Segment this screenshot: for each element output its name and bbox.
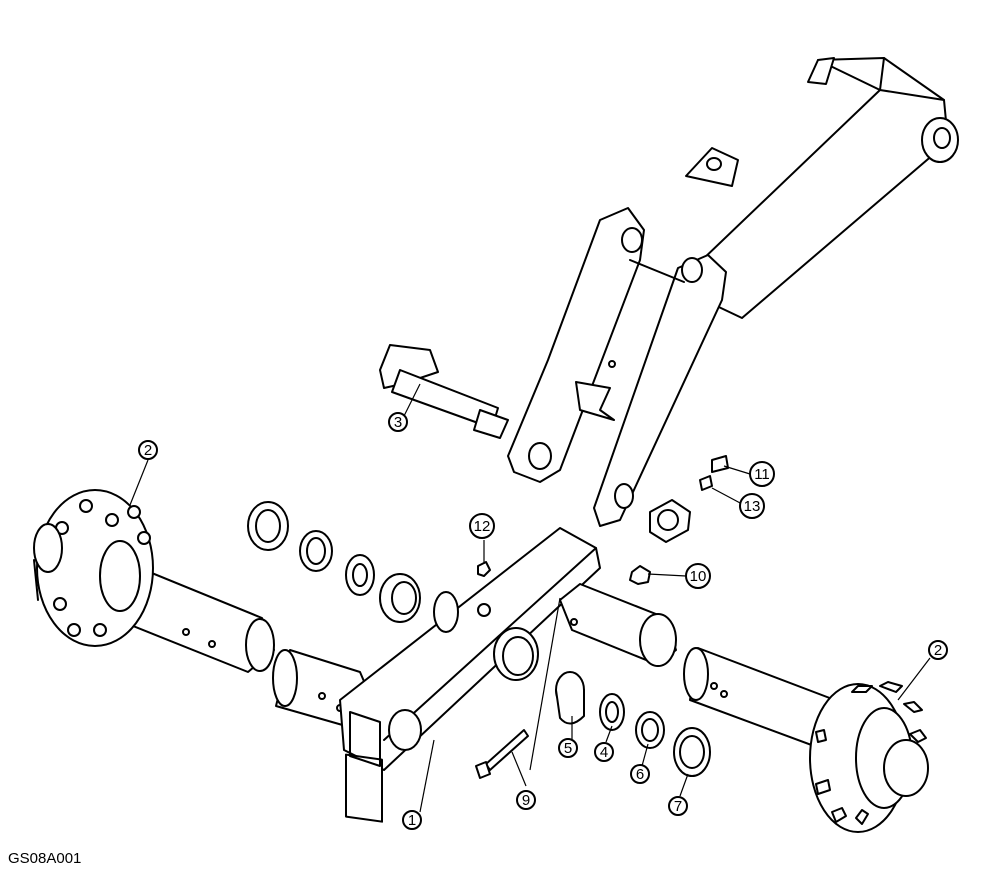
left-bearing-stack [247,501,421,623]
axle-beam [339,527,677,823]
callout-2-left: 2 [138,440,158,460]
svg-text:10: 10 [690,568,707,585]
figure-code: GS08A001 [8,850,82,867]
callout-3: 3 [388,412,408,432]
callout-10: 10 [685,563,711,589]
right-hub-spindle [683,647,929,833]
svg-text:3: 3 [394,414,402,431]
callout-7: 7 [668,796,688,816]
svg-text:7: 7 [674,798,682,815]
callout-6: 6 [630,764,650,784]
long-bolt [475,729,529,779]
svg-text:13: 13 [744,498,761,515]
pivot-pin [379,344,509,439]
svg-text:4: 4 [600,744,608,761]
svg-text:2: 2 [934,642,942,659]
svg-text:1: 1 [408,812,416,829]
svg-text:11: 11 [754,466,770,483]
callout-2-right: 2 [928,640,948,660]
leader-lines [129,383,931,813]
bolt-and-nut-small [699,455,729,491]
right-bearing-stack [555,671,711,777]
svg-text:2: 2 [144,442,152,459]
svg-text:9: 9 [522,792,530,809]
callout-11: 11 [749,461,775,487]
callout-5: 5 [558,738,578,758]
svg-text:6: 6 [636,766,644,783]
left-hub-spindle [33,489,275,673]
small-nut-10 [629,565,651,585]
grease-fitting [477,561,491,577]
svg-text:5: 5 [564,740,572,757]
callout-4: 4 [594,742,614,762]
jam-nut [649,499,691,543]
svg-text:12: 12 [474,518,491,535]
callout-13: 13 [739,493,765,519]
upper-arm-assembly [507,57,959,527]
callout-1: 1 [402,810,422,830]
callout-12: 12 [469,513,495,539]
callout-9: 9 [516,790,536,810]
